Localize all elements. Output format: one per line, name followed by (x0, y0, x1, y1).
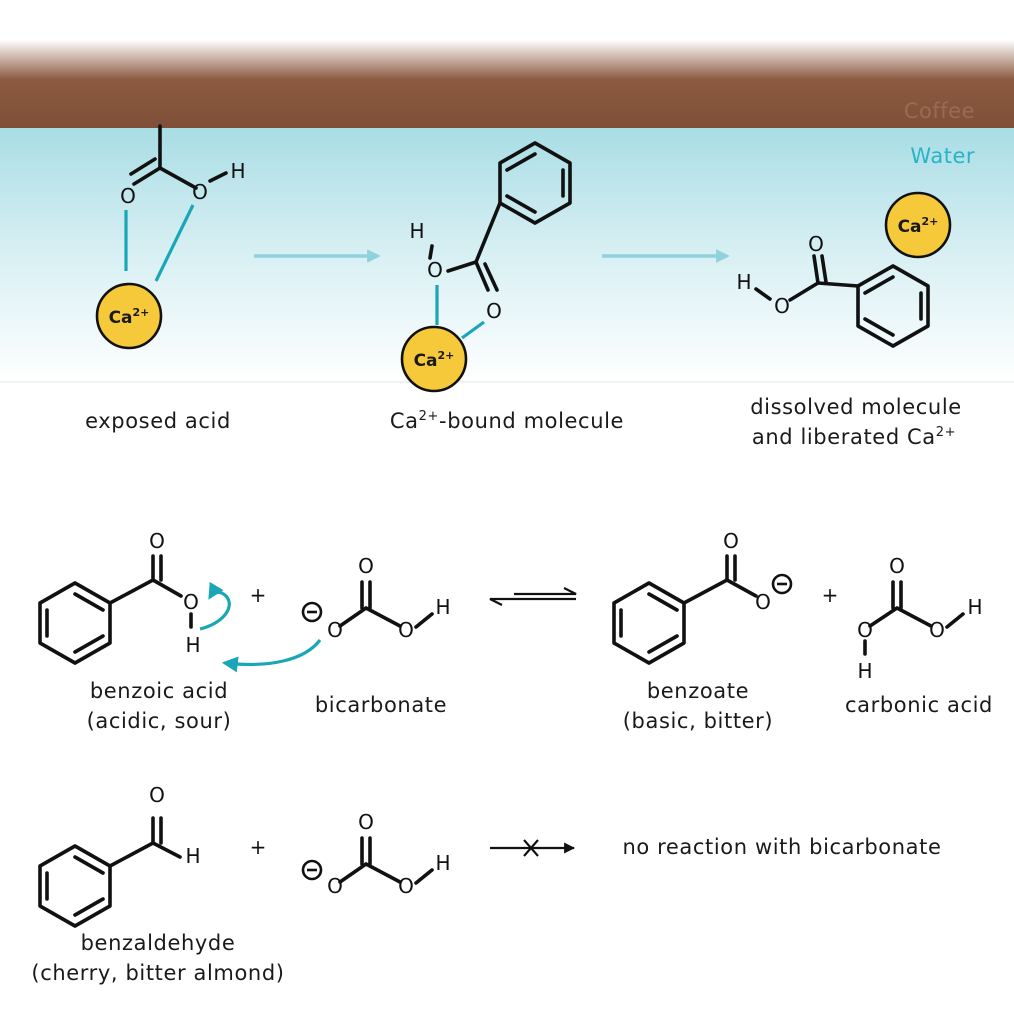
equilibrium-arrows (489, 587, 577, 606)
label-benzaldehyde-note: (cherry, bitter almond) (31, 961, 284, 985)
carbonic-acid-molecule: O O O H H (857, 554, 982, 683)
no-reaction-arrow (490, 839, 576, 857)
svg-text:O: O (358, 810, 374, 834)
svg-text:O: O (808, 232, 824, 256)
svg-text:O: O (723, 529, 739, 553)
label-benzoic-acid-note: (acidic, sour) (87, 709, 232, 733)
plus-sign-3: + (250, 835, 267, 859)
svg-text:Ca2+: Ca2+ (414, 349, 455, 371)
plus-sign-1: + (250, 583, 267, 607)
svg-text:O: O (889, 554, 905, 578)
label-ca-bound-molecule: Ca2+-bound molecule (390, 409, 624, 433)
ca-bound-molecule: O O H Ca2+ (400, 141, 572, 393)
water-layer (0, 128, 1014, 382)
svg-text:H: H (435, 595, 450, 619)
svg-text:O: O (929, 618, 945, 642)
label-benzaldehyde: benzaldehyde (81, 931, 236, 955)
svg-text:O: O (427, 258, 443, 282)
benzoic-acid-molecule: O O H (38, 529, 201, 665)
svg-text:O: O (183, 590, 199, 614)
svg-text:O: O (486, 299, 502, 323)
svg-text:O: O (327, 874, 343, 898)
calcium-ion-free: Ca2+ (884, 191, 952, 259)
label-benzoic-acid: benzoic acid (90, 679, 228, 703)
svg-text:O: O (327, 618, 343, 642)
label-bicarbonate: bicarbonate (315, 693, 447, 717)
svg-text:H: H (230, 159, 245, 183)
label-dissolved-molecule: dissolved molecule (750, 395, 962, 419)
benzaldehyde-molecule: O H (38, 783, 201, 928)
svg-text:O: O (149, 529, 165, 553)
label-benzoate: benzoate (647, 679, 749, 703)
svg-text:H: H (185, 633, 200, 657)
calcium-ion-bound-2: Ca2+ (400, 325, 468, 393)
svg-text:Ca2+: Ca2+ (898, 215, 939, 237)
calcium-ion-bound-1: Ca2+ (95, 282, 163, 350)
svg-text:H: H (967, 595, 982, 619)
svg-text:H: H (409, 219, 424, 243)
electron-arrow-proton-transfer (199, 581, 231, 631)
exposed-acid-molecule: O O H Ca2+ (95, 124, 246, 350)
svg-text:H: H (435, 851, 450, 875)
label-benzoate-note: (basic, bitter) (623, 709, 773, 733)
svg-text:O: O (857, 618, 873, 642)
coffee-label: Coffee (904, 99, 975, 123)
svg-text:O: O (192, 180, 208, 204)
label-no-reaction: no reaction with bicarbonate (623, 835, 942, 859)
label-carbonic-acid: carbonic acid (845, 693, 993, 717)
label-exposed-acid: exposed acid (85, 409, 231, 433)
svg-text:O: O (120, 184, 136, 208)
svg-text:H: H (185, 844, 200, 868)
svg-text:Ca2+: Ca2+ (109, 306, 150, 328)
electron-arrow-bicarbonate (221, 638, 322, 673)
svg-text:O: O (774, 294, 790, 318)
plus-sign-2: + (822, 583, 839, 607)
benzoate-molecule: O O (612, 529, 793, 665)
bicarbonate-molecule-2: O O O H (301, 810, 451, 898)
label-liberated-calcium: and liberated Ca2+ (752, 425, 956, 449)
svg-text:O: O (398, 874, 414, 898)
svg-text:O: O (398, 618, 414, 642)
svg-text:O: O (358, 554, 374, 578)
svg-text:H: H (857, 659, 872, 683)
svg-text:O: O (149, 783, 165, 807)
coffee-layer (0, 40, 1014, 128)
water-label: Water (910, 144, 975, 168)
bicarbonate-molecule: O O O H (301, 554, 451, 642)
svg-text:H: H (736, 270, 751, 294)
svg-text:O: O (755, 590, 771, 614)
dissolved-molecule: O O H (736, 232, 930, 348)
